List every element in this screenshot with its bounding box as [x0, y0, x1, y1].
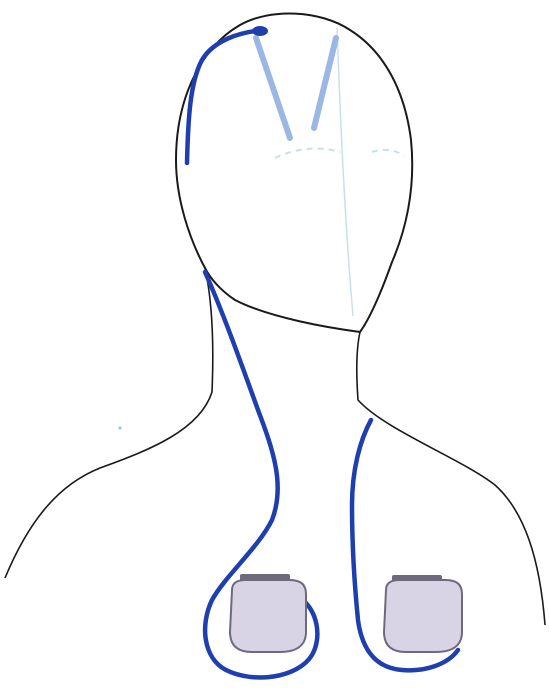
right-pulse-generator [384, 575, 462, 652]
eye-level-guide-left [275, 149, 340, 158]
left-electrode-trajectory [256, 38, 290, 138]
left-generator-body [230, 580, 306, 652]
eye-level-guide-right [372, 150, 404, 156]
stray-mark [119, 427, 122, 430]
scalp-lead-segment [187, 30, 264, 163]
midline-guide [337, 28, 353, 316]
left-pulse-generator [230, 574, 306, 652]
burr-hole-cap [252, 26, 268, 36]
left-neck-shoulder-outline [5, 268, 213, 578]
right-electrode-trajectory [314, 38, 336, 128]
right-generator-body [384, 580, 462, 652]
